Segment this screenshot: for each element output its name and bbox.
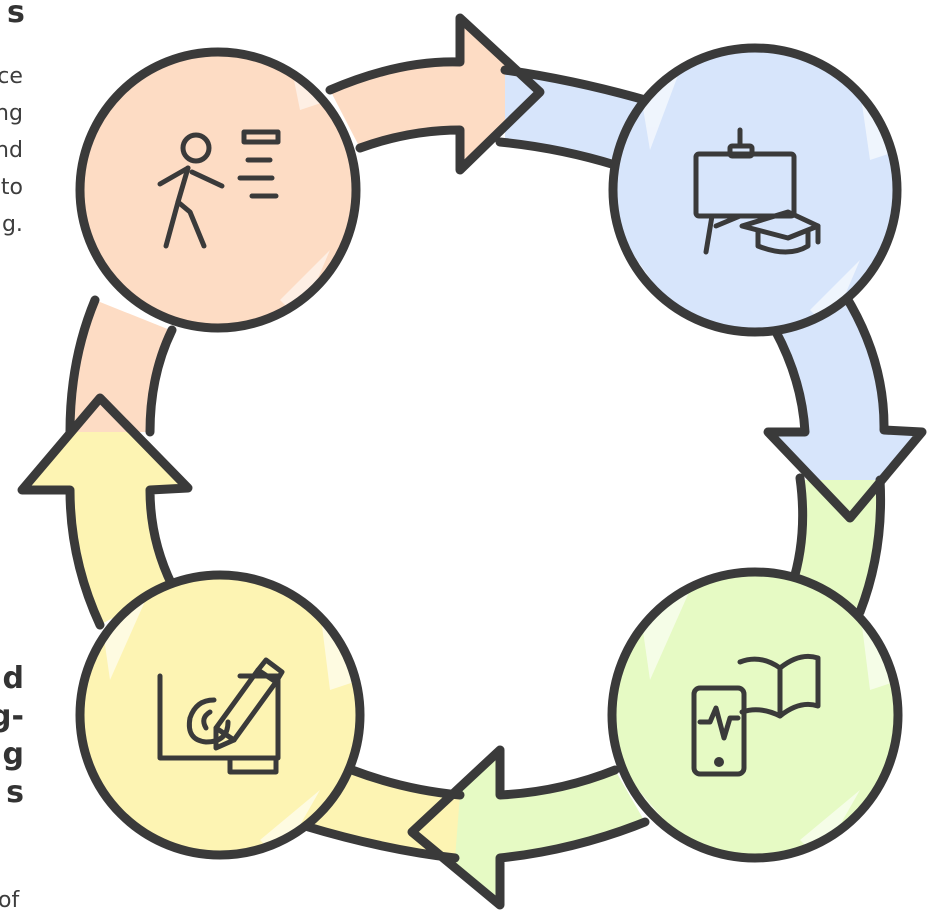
bottom-left-heading-line: d xyxy=(2,661,24,696)
bottom-left-heading-line: g- xyxy=(0,699,24,734)
arrow-top-band xyxy=(330,18,540,170)
bottom-left-heading-line: g xyxy=(2,737,24,772)
node-bottom-left xyxy=(75,570,365,860)
top-left-description-line: ce xyxy=(0,64,23,89)
running-person-icon xyxy=(157,129,281,249)
tablet-with-pen-icon xyxy=(157,657,285,775)
phone-and-book-icon xyxy=(691,653,821,777)
top-left-description-line: ng xyxy=(0,101,23,126)
node-bottom-right xyxy=(607,567,903,863)
node-top-left xyxy=(75,47,361,333)
top-left-heading: s xyxy=(7,0,25,32)
arrow-right-band xyxy=(768,295,922,518)
arrow-outlines xyxy=(17,13,927,910)
arrow-bottom-band xyxy=(412,750,645,905)
bottom-left-heading-line: s xyxy=(6,775,24,810)
bottom-left-description: of xyxy=(0,882,19,917)
top-left-heading-line: s xyxy=(7,0,25,30)
node-top-right xyxy=(608,43,902,337)
arrow-left-band xyxy=(22,398,188,625)
bottom-left-heading: d g- g s xyxy=(0,660,24,812)
top-left-description: ce ng nd to g. xyxy=(0,58,23,243)
top-left-description-line: to xyxy=(0,175,23,200)
top-left-description-line: g. xyxy=(1,212,23,237)
classroom-board-graduation-cap-icon xyxy=(693,127,821,255)
bottom-left-description-line: of xyxy=(0,888,20,913)
top-left-description-line: nd xyxy=(0,138,23,163)
